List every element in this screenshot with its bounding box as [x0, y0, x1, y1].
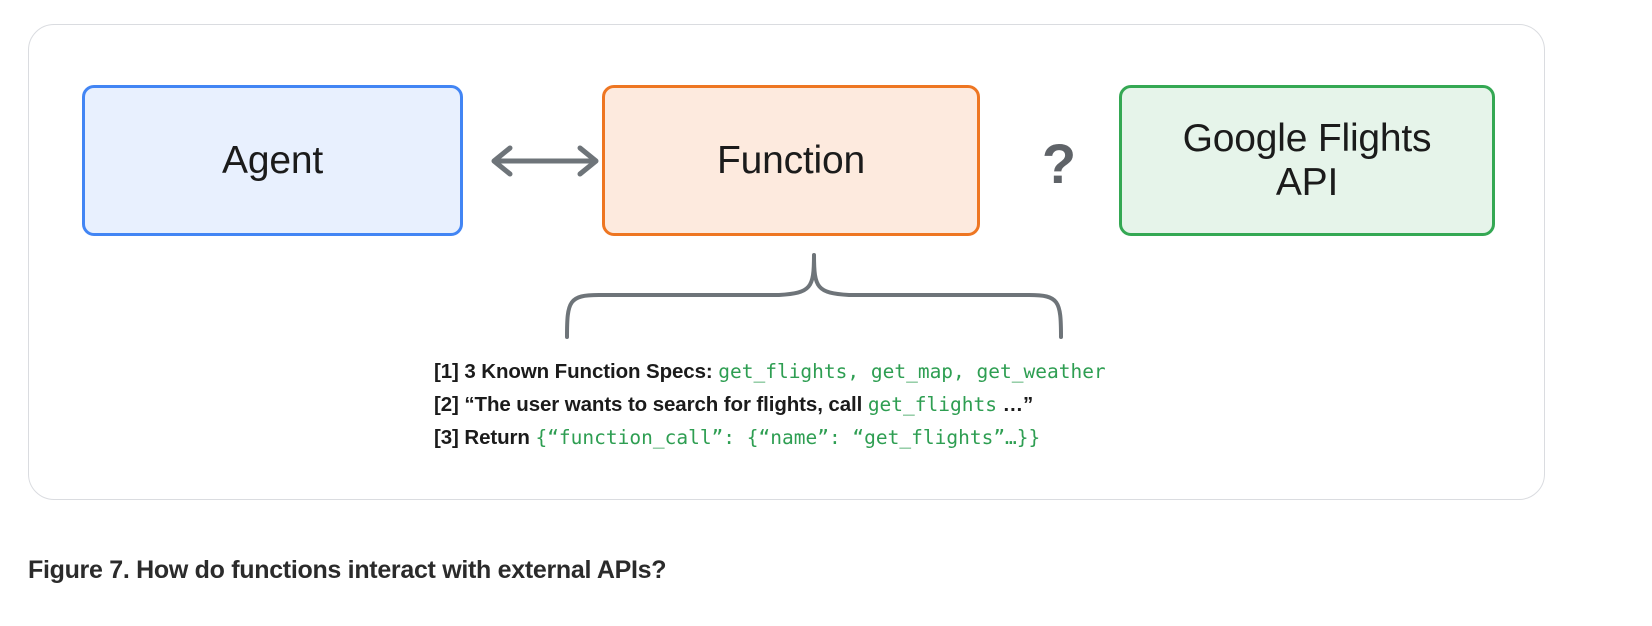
detail-line-2-code: get_flights — [867, 393, 997, 416]
node-function-label: Function — [717, 138, 865, 182]
node-google-flights-api: Google Flights API — [1119, 85, 1495, 236]
bidirectional-arrow-icon — [481, 141, 609, 181]
detail-line-1-code: get_flights, get_map, get_weather — [718, 360, 1106, 383]
detail-line-2: [2] “The user wants to search for flight… — [434, 388, 1434, 421]
question-mark-icon: ? — [1019, 123, 1099, 203]
detail-line-2-text: “The user wants to search for flights, c… — [464, 393, 863, 416]
detail-line-3-text: Return — [464, 426, 530, 449]
detail-line-1: [1] 3 Known Function Specs: get_flights,… — [434, 355, 1434, 388]
detail-line-3: [3] Return {“function_call”: {“name”: “g… — [434, 421, 1434, 454]
detail-line-1-marker: [1] — [434, 360, 459, 383]
node-api-label-line1: Google Flights — [1182, 116, 1432, 160]
curly-brace-icon — [529, 233, 1089, 343]
figure-card: Agent Function ? Google Flights API — [28, 24, 1545, 500]
detail-line-1-text: 3 Known Function Specs: — [464, 360, 713, 383]
node-agent: Agent — [82, 85, 463, 236]
detail-line-3-code: {“function_call”: {“name”: “get_flights”… — [535, 426, 1041, 449]
detail-line-2-marker: [2] — [434, 393, 459, 416]
question-mark-glyph: ? — [1041, 131, 1077, 195]
figure-caption: Figure 7. How do functions interact with… — [28, 556, 667, 584]
node-function: Function — [602, 85, 980, 236]
node-api-label-line2: API — [1275, 160, 1339, 204]
detail-line-2-trailing: …” — [1002, 393, 1034, 416]
detail-line-3-marker: [3] — [434, 426, 459, 449]
detail-lines: [1] 3 Known Function Specs: get_flights,… — [434, 355, 1434, 454]
node-api-label: Google Flights API — [1183, 117, 1432, 204]
node-agent-label: Agent — [222, 138, 323, 182]
